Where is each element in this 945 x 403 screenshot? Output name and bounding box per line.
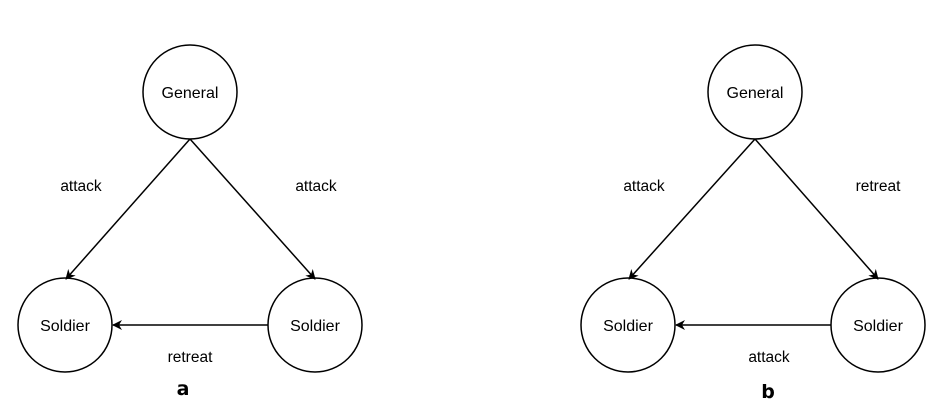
node-label: Soldier: [40, 318, 90, 335]
edge-label-general-to-left: attack: [623, 178, 665, 195]
edge-general-to-right: [754, 138, 879, 280]
edge-general-to-left: [65, 138, 191, 280]
node-label: Soldier: [603, 318, 653, 335]
panel-label: b: [761, 381, 775, 403]
edge-label-right-to-left: retreat: [168, 349, 213, 366]
edge-label-general-to-left: attack: [60, 178, 102, 195]
edge-general-to-left: [628, 138, 756, 280]
node-soldier-left: Soldier: [17, 277, 113, 373]
node-label: General: [162, 85, 219, 102]
node-general: General: [707, 44, 803, 140]
edge-label-right-to-left: attack: [748, 349, 790, 366]
node-soldier-right: Soldier: [830, 277, 926, 373]
node-general: General: [142, 44, 238, 140]
node-soldier-right: Soldier: [267, 277, 363, 373]
panel-label: a: [177, 378, 190, 400]
node-label: Soldier: [290, 318, 340, 335]
edge-label-general-to-right: retreat: [856, 178, 901, 195]
node-soldier-left: Soldier: [580, 277, 676, 373]
node-label: General: [727, 85, 784, 102]
edge-label-general-to-right: attack: [295, 178, 337, 195]
edge-general-to-right: [189, 138, 316, 280]
node-label: Soldier: [853, 318, 903, 335]
